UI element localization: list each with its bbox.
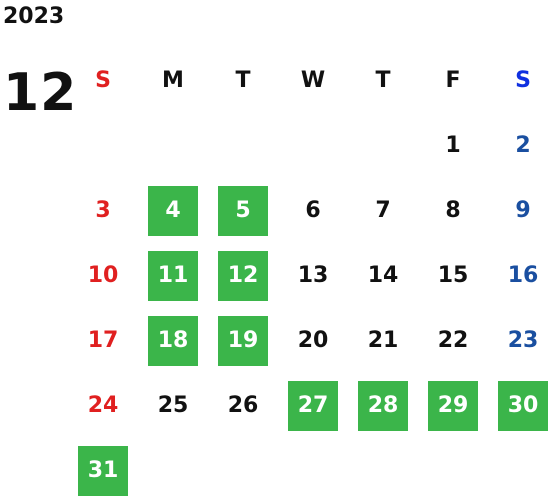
calendar-day-highlighted: 29 [418, 373, 488, 438]
weekday-header-sunday: S [95, 68, 111, 93]
day-number: 19 [227, 328, 259, 353]
calendar-day: 6 [278, 178, 348, 243]
day-number: 27 [297, 393, 329, 418]
weekday-header-friday: F [445, 68, 461, 93]
calendar-day: 22 [418, 308, 488, 373]
calendar-empty-cell [208, 113, 278, 178]
calendar-empty-cell [348, 113, 418, 178]
calendar-day: 7 [348, 178, 418, 243]
day-number: 1 [445, 133, 461, 158]
weekday-header-wednesday: W [300, 68, 326, 93]
calendar-day-highlighted: 12 [208, 243, 278, 308]
calendar-empty-cell [418, 438, 488, 503]
day-number: 4 [165, 198, 181, 223]
day-number: 26 [227, 393, 259, 418]
calendar-day: 8 [418, 178, 488, 243]
day-number: 28 [367, 393, 399, 418]
year-label: 2023 [3, 4, 65, 29]
calendar-day: 2 [488, 113, 548, 178]
day-number: 25 [157, 393, 189, 418]
month-number: 12 [3, 63, 78, 123]
calendar-empty-cell [348, 438, 418, 503]
weekday-header-thursday: T [375, 68, 391, 93]
calendar-day-highlighted: 4 [138, 178, 208, 243]
day-number: 11 [157, 263, 189, 288]
calendar-day: 1 [418, 113, 488, 178]
day-number: 30 [507, 393, 539, 418]
day-number: 2 [515, 133, 531, 158]
calendar-day-highlighted: 27 [278, 373, 348, 438]
calendar-day-highlighted: 31 [68, 438, 138, 503]
day-number: 12 [227, 263, 259, 288]
calendar-day-highlighted: 30 [488, 373, 548, 438]
day-number: 14 [367, 263, 399, 288]
day-number: 23 [507, 328, 539, 353]
calendar-day: 9 [488, 178, 548, 243]
calendar-day: 24 [68, 373, 138, 438]
day-number: 3 [95, 198, 111, 223]
calendar-day: 13 [278, 243, 348, 308]
calendar-day: 14 [348, 243, 418, 308]
day-number: 24 [87, 393, 119, 418]
day-number: 31 [87, 458, 119, 483]
calendar-day: 21 [348, 308, 418, 373]
calendar-day: 20 [278, 308, 348, 373]
day-number: 10 [87, 263, 119, 288]
calendar-day: 3 [68, 178, 138, 243]
calendar-empty-cell [278, 113, 348, 178]
day-number: 5 [235, 198, 251, 223]
calendar-empty-cell [138, 438, 208, 503]
calendar-day-highlighted: 19 [208, 308, 278, 373]
calendar-day: 15 [418, 243, 488, 308]
calendar-day: 23 [488, 308, 548, 373]
calendar-empty-cell [68, 113, 138, 178]
calendar-empty-cell [488, 438, 548, 503]
day-number: 20 [297, 328, 329, 353]
calendar-day: 10 [68, 243, 138, 308]
calendar-day-highlighted: 5 [208, 178, 278, 243]
day-number: 7 [375, 198, 391, 223]
day-number: 16 [507, 263, 539, 288]
day-number: 21 [367, 328, 399, 353]
calendar-day-highlighted: 28 [348, 373, 418, 438]
day-number: 13 [297, 263, 329, 288]
calendar-empty-cell [208, 438, 278, 503]
day-number: 18 [157, 328, 189, 353]
calendar-day: 16 [488, 243, 548, 308]
day-number: 17 [87, 328, 119, 353]
calendar-day: 17 [68, 308, 138, 373]
calendar-empty-cell [138, 113, 208, 178]
day-number: 8 [445, 198, 461, 223]
calendar-day: 26 [208, 373, 278, 438]
day-number: 9 [515, 198, 531, 223]
calendar-day-highlighted: 11 [138, 243, 208, 308]
day-number: 15 [437, 263, 469, 288]
weekday-header-tuesday: T [235, 68, 251, 93]
day-number: 6 [305, 198, 321, 223]
calendar-day: 25 [138, 373, 208, 438]
calendar-day-highlighted: 18 [138, 308, 208, 373]
weekday-header-monday: M [162, 68, 184, 93]
day-number: 29 [437, 393, 469, 418]
day-number: 22 [437, 328, 469, 353]
weekday-header-saturday: S [515, 68, 531, 93]
calendar-empty-cell [278, 438, 348, 503]
